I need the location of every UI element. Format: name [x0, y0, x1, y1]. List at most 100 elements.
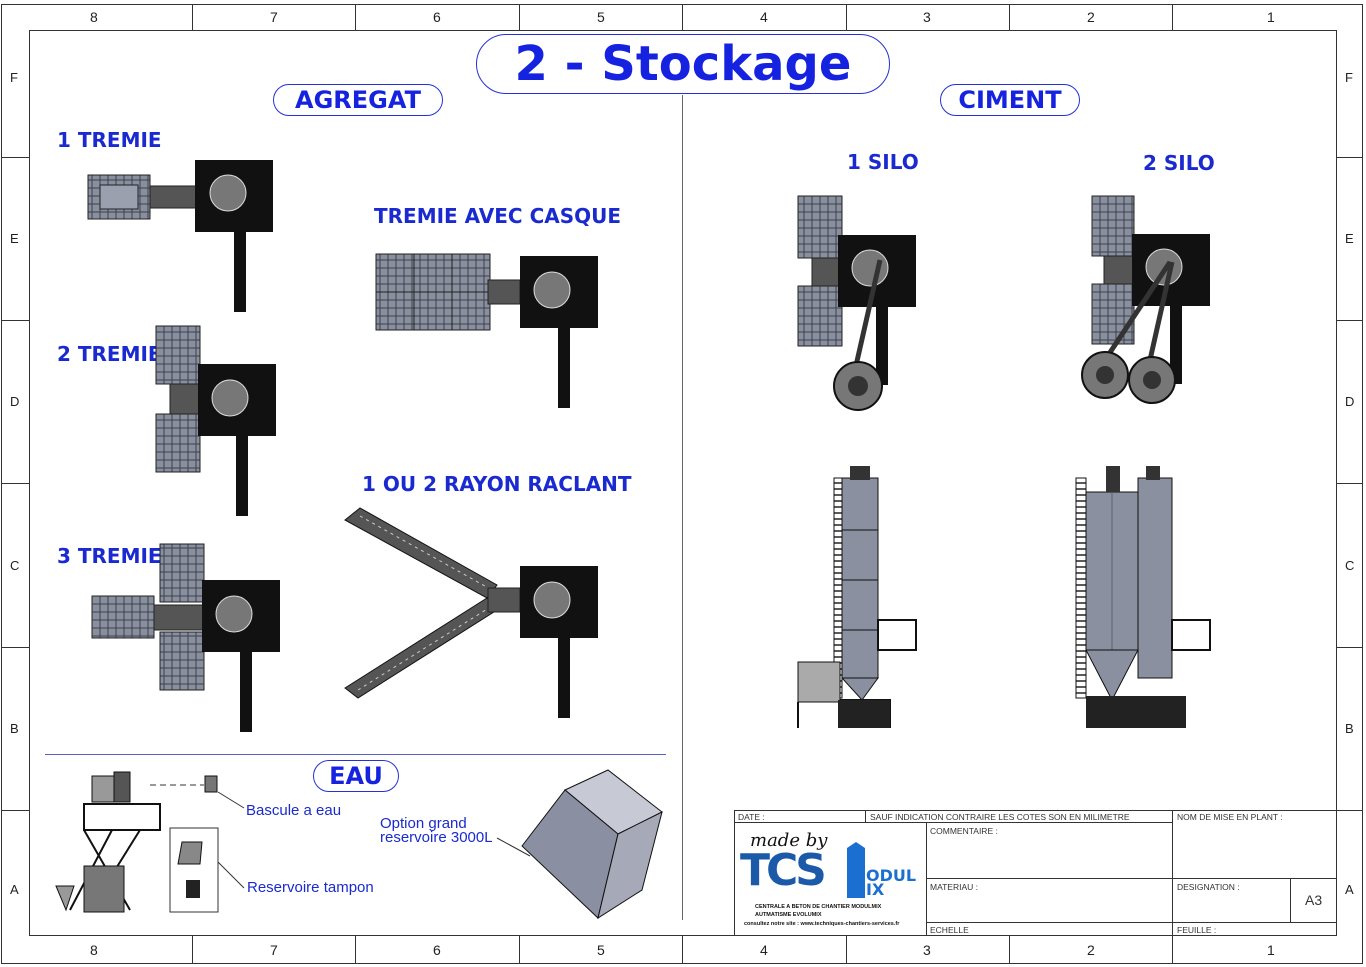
zone-row-label: F [10, 70, 18, 85]
zone-tick [519, 936, 520, 964]
zone-col-label: 6 [433, 9, 441, 25]
zone-tick [519, 4, 520, 30]
zone-tick [355, 936, 356, 964]
label-bascule-eau: Bascule a eau [246, 802, 342, 819]
tb-commentaire: COMMENTAIRE : [930, 826, 998, 836]
tb-feuille: FEUILLE : [1177, 925, 1217, 935]
zone-row-label: F [1345, 70, 1353, 85]
zone-col-label: 4 [760, 942, 768, 958]
zone-row-label: A [1345, 882, 1354, 897]
zone-col-label: 7 [270, 9, 278, 25]
zone-tick [192, 936, 193, 964]
zone-tick [1, 157, 29, 158]
zone-tick [1337, 647, 1363, 648]
tb-designation: DESIGNATION : [1177, 882, 1240, 892]
zone-tick [846, 4, 847, 30]
label-option-line1: Option grand [380, 815, 467, 832]
label-1-tremie: 1 TREMIE [57, 128, 162, 152]
logo-modul: ODUL [866, 866, 917, 885]
zone-col-label: 2 [1087, 9, 1095, 25]
tb-materiau: MATERIAU : [930, 882, 979, 892]
zone-col-label: 3 [923, 942, 931, 958]
label-1-silo: 1 SILO [847, 150, 919, 174]
silo-2-top-view [1081, 195, 1210, 404]
zone-row-label: C [1345, 558, 1355, 573]
zone-col-label: 8 [90, 9, 98, 25]
zone-row-label: B [1345, 721, 1354, 736]
zone-row-label: C [10, 558, 20, 573]
label-2-silo: 2 SILO [1143, 151, 1215, 175]
zone-tick [1337, 157, 1363, 158]
plant-2-tremie [155, 325, 276, 516]
tb-format: A3 [1305, 892, 1323, 908]
zone-row-label: D [1345, 394, 1355, 409]
zone-tick [1172, 936, 1173, 964]
zone-tick [1172, 4, 1173, 30]
zone-col-label: 5 [597, 9, 605, 25]
silo-2-elevation [1075, 466, 1211, 728]
ciment-heading: CIMENT [940, 84, 1080, 116]
plant-rayon-raclant [344, 507, 598, 718]
logo-line3: consultez notre site : www.techniques-ch… [744, 921, 900, 927]
label-reservoire-tampon: Reservoire tampon [247, 879, 374, 896]
zone-tick [355, 4, 356, 30]
label-tremie-casque: TREMIE AVEC CASQUE [374, 204, 622, 228]
section-divider [682, 95, 683, 920]
label-option-line2: reservoire 3000L [380, 829, 493, 846]
zone-col-label: 4 [760, 9, 768, 25]
zone-col-label: 8 [90, 942, 98, 958]
zone-row-label: A [10, 882, 19, 897]
zone-tick [1, 483, 29, 484]
eau-plant-elevation [55, 771, 204, 913]
logo-line2: AUTMATISME EVOLUMIX [755, 912, 822, 918]
tb-sauf-indication: SAUF INDICATION CONTRAIRE LES COTES SON … [870, 812, 1130, 822]
zone-tick [846, 936, 847, 964]
zone-col-label: 7 [270, 942, 278, 958]
plant-tremie-casque [375, 253, 598, 408]
logo-line1: CENTRALE A BETON DE CHANTIER MODULMIX [755, 904, 882, 910]
plant-3-tremie [91, 543, 280, 732]
tb-echelle: ECHELLE [930, 925, 969, 935]
zone-tick [1337, 810, 1363, 811]
eau-divider [45, 754, 666, 755]
logo-tcs: TCS [740, 845, 827, 896]
modulmix-icon [847, 842, 865, 898]
zone-row-label: B [10, 721, 19, 736]
page-title: 2 - Stockage [476, 34, 890, 94]
zone-col-label: 1 [1267, 9, 1275, 25]
zone-tick [1, 320, 29, 321]
zone-tick [192, 4, 193, 30]
zone-tick [1337, 483, 1363, 484]
drawing-inner-border [29, 30, 1337, 936]
zone-tick [1009, 936, 1010, 964]
silo-1-top-view [797, 195, 916, 411]
zone-col-label: 2 [1087, 942, 1095, 958]
zone-col-label: 1 [1267, 942, 1275, 958]
zone-tick [1, 810, 29, 811]
zone-row-label: E [10, 231, 19, 246]
zone-row-label: D [10, 394, 20, 409]
zone-tick [1337, 320, 1363, 321]
agregat-heading: AGREGAT [273, 84, 443, 116]
plant-1-tremie [87, 160, 273, 312]
silo-1-elevation [797, 466, 917, 728]
label-3-tremie: 3 TREMIE [57, 544, 162, 568]
logo-mix: IX [866, 880, 885, 899]
bascule-eau-icon [204, 775, 245, 809]
zone-col-label: 5 [597, 942, 605, 958]
label-rayon-raclant: 1 OU 2 RAYON RACLANT [362, 472, 632, 496]
zone-tick [682, 936, 683, 964]
zone-tick [682, 4, 683, 30]
label-2-tremie: 2 TREMIE [57, 342, 162, 366]
zone-row-label: E [1345, 231, 1354, 246]
eau-heading: EAU [313, 760, 399, 792]
tb-nom-mise: NOM DE MISE EN PLANT : [1177, 812, 1283, 822]
reservoir-3000l [496, 769, 663, 920]
zone-col-label: 6 [433, 942, 441, 958]
zone-tick [1009, 4, 1010, 30]
tb-date-label: DATE : [738, 812, 765, 822]
logo-made-by: made by [750, 830, 828, 851]
zone-col-label: 3 [923, 9, 931, 25]
zone-tick [1, 647, 29, 648]
